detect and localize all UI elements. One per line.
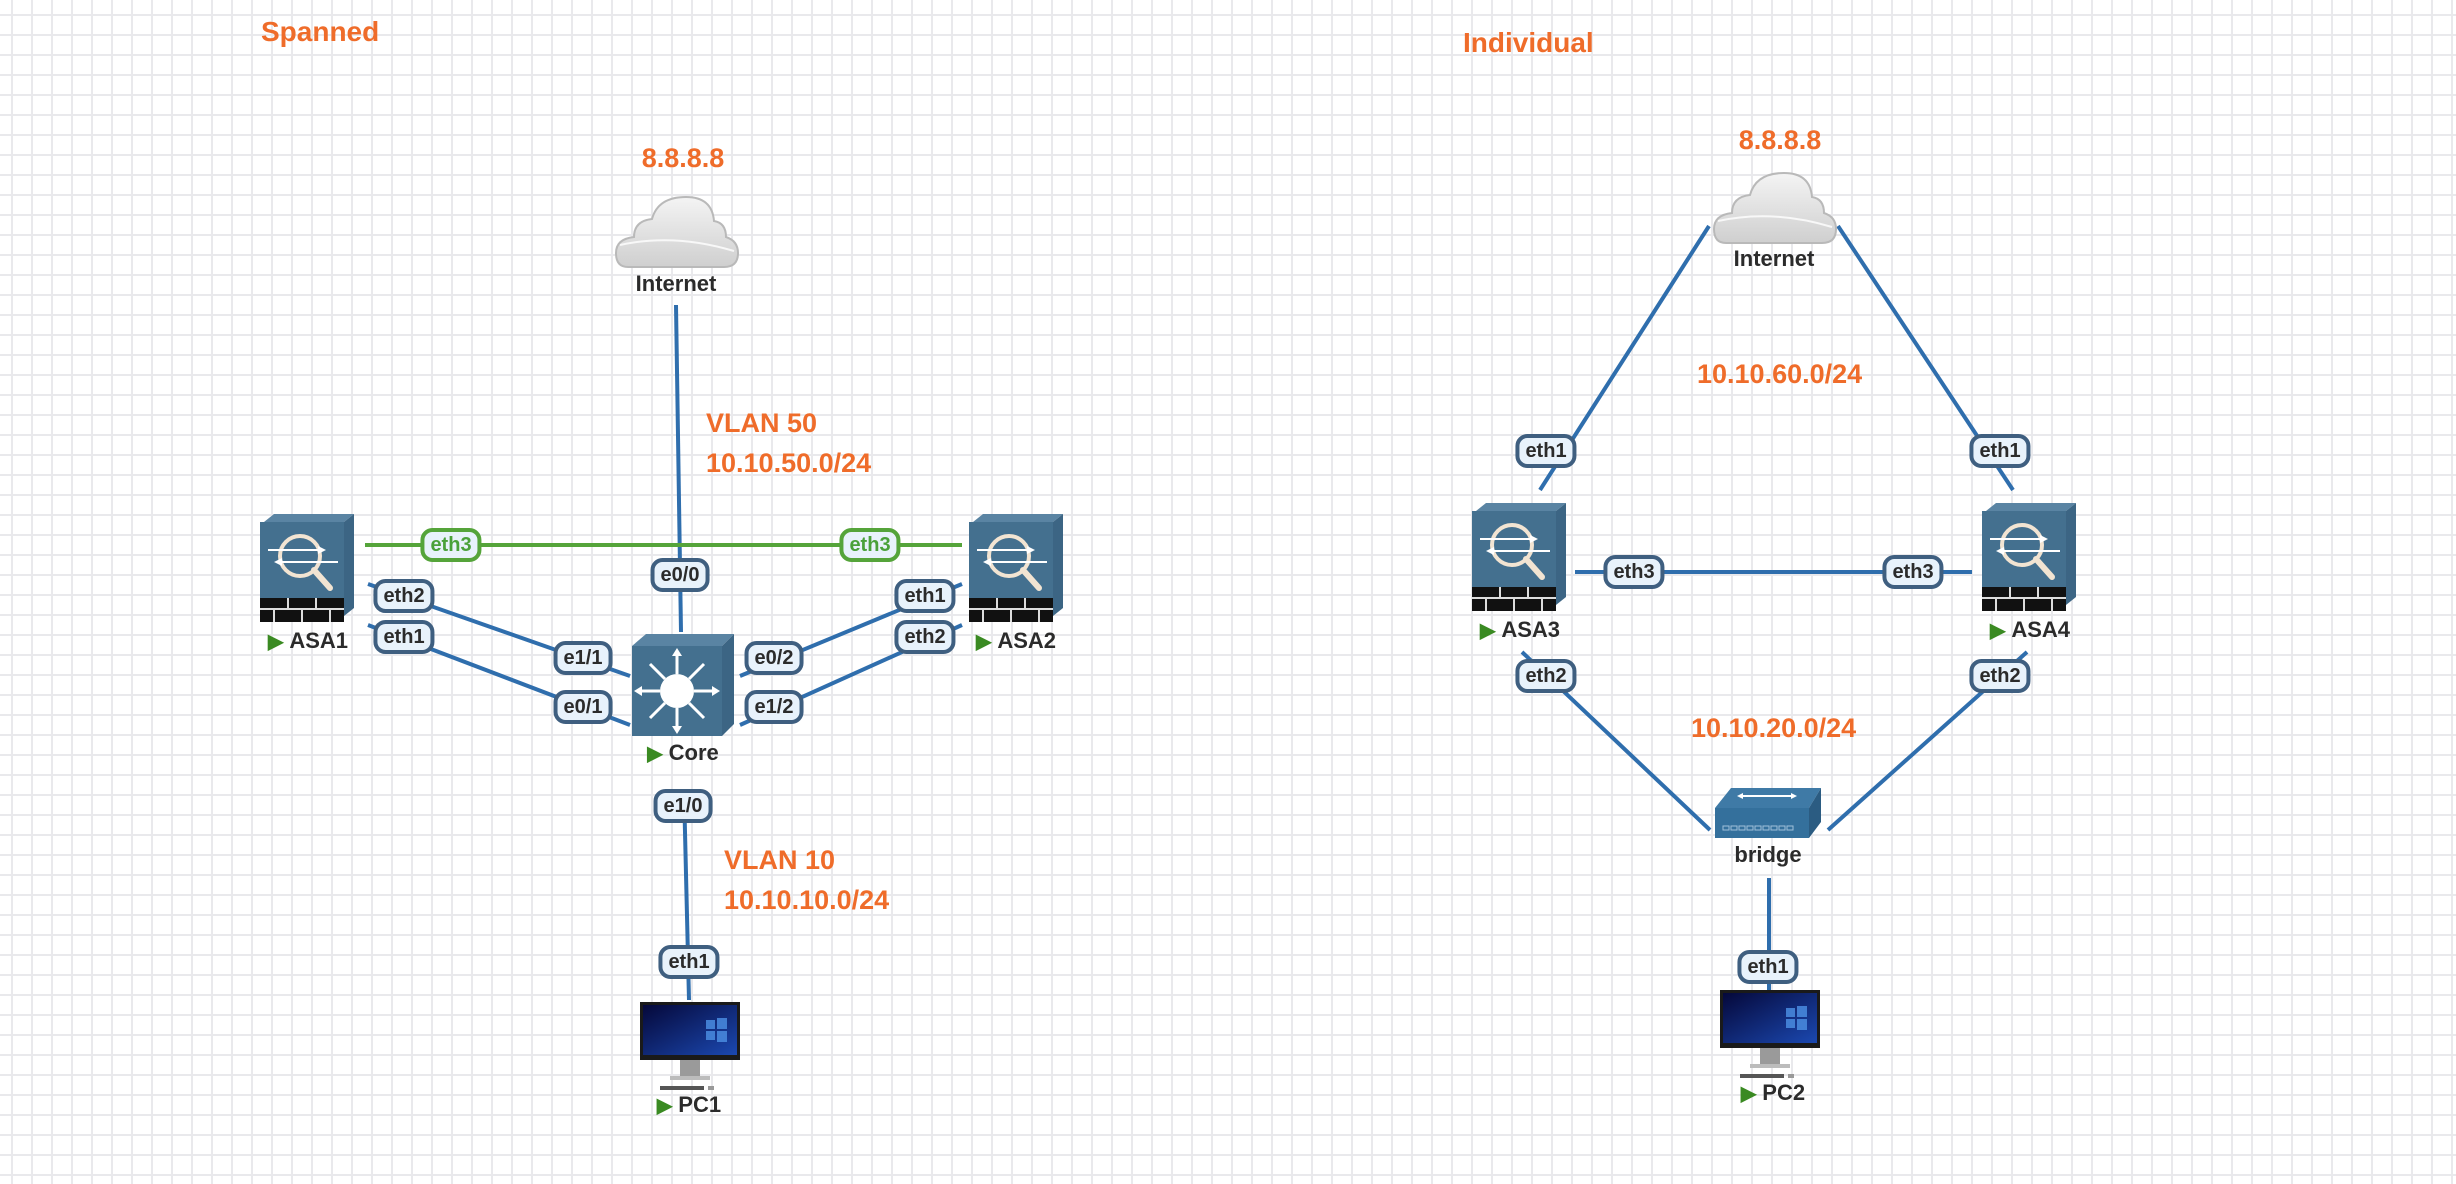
desktop-icon (640, 1002, 740, 1090)
vlan50-name: VLAN 50 (706, 408, 818, 438)
inside-subnet: 10.10.20.0/24 (1691, 713, 1857, 743)
bridge-icon (1715, 788, 1821, 838)
port-asa2-eth2[interactable]: eth2 (894, 620, 956, 654)
running-indicator-icon: ▶ (1479, 620, 1496, 642)
layer3-switch-icon (632, 634, 734, 736)
vlan10-name: VLAN 10 (724, 845, 836, 875)
node-label-pc1: ▶PC1 (657, 1092, 721, 1118)
running-indicator-icon: ▶ (656, 1095, 673, 1117)
node-label-internet-spanned: Internet (635, 271, 717, 296)
port-asa2-eth3[interactable]: eth3 (839, 528, 901, 562)
port-asa1-eth2[interactable]: eth2 (373, 579, 435, 613)
asa1-name: ASA1 (289, 628, 349, 653)
internet-ip-spanned: 8.8.8.8 (641, 143, 725, 173)
node-label-core: ▶Core (647, 740, 719, 766)
node-label-pc2: ▶PC2 (1741, 1080, 1805, 1106)
internet-ip-individual: 8.8.8.8 (1738, 125, 1822, 155)
node-asa2[interactable] (967, 512, 1065, 629)
node-asa1[interactable] (258, 512, 356, 629)
node-pc1[interactable] (640, 1002, 740, 1099)
port-asa4-eth3[interactable]: eth3 (1882, 555, 1944, 589)
firewall-icon (1982, 503, 2076, 611)
port-core-e1-0[interactable]: e1/0 (653, 789, 713, 823)
node-internet-individual[interactable] (1712, 171, 1838, 250)
section-title-spanned: Spanned (261, 16, 380, 47)
node-label-asa4: ▶ASA4 (1990, 617, 2070, 643)
pc1-name: PC1 (678, 1092, 722, 1117)
node-label-bridge: bridge (1734, 842, 1802, 867)
pc2-name: PC2 (1762, 1080, 1806, 1105)
port-core-e0-0[interactable]: e0/0 (650, 558, 710, 592)
port-asa1-eth3[interactable]: eth3 (420, 528, 482, 562)
port-core-e0-2[interactable]: e0/2 (744, 641, 804, 675)
asa4-name: ASA4 (2011, 617, 2071, 642)
vlan50-subnet: 10.10.50.0/24 (706, 448, 872, 478)
running-indicator-icon: ▶ (975, 631, 992, 653)
port-asa3-eth1[interactable]: eth1 (1515, 434, 1577, 468)
node-label-asa2: ▶ASA2 (976, 628, 1056, 654)
port-pc1-eth1[interactable]: eth1 (658, 945, 720, 979)
node-pc2[interactable] (1720, 990, 1820, 1087)
firewall-icon (1472, 503, 1566, 611)
desktop-icon (1720, 990, 1820, 1078)
asa3-name: ASA3 (1501, 617, 1561, 642)
outside-subnet: 10.10.60.0/24 (1697, 359, 1863, 389)
port-asa4-eth1[interactable]: eth1 (1969, 434, 2031, 468)
firewall-icon (260, 514, 354, 622)
running-indicator-icon: ▶ (1989, 620, 2006, 642)
port-core-e0-1[interactable]: e0/1 (553, 690, 613, 724)
cloud-icon (614, 195, 740, 268)
port-asa1-eth1[interactable]: eth1 (373, 620, 435, 654)
port-pc2-eth1[interactable]: eth1 (1737, 950, 1799, 984)
node-label-internet-individual: Internet (1733, 246, 1815, 271)
port-core-e1-2[interactable]: e1/2 (744, 690, 804, 724)
vlan10-subnet: 10.10.10.0/24 (724, 885, 890, 915)
running-indicator-icon: ▶ (647, 743, 663, 765)
node-core[interactable] (630, 632, 736, 743)
node-bridge[interactable] (1713, 786, 1823, 845)
section-title-individual: Individual (1463, 27, 1594, 58)
cloud-icon (1712, 171, 1838, 244)
running-indicator-icon: ▶ (1740, 1083, 1757, 1105)
node-asa3[interactable] (1470, 501, 1568, 618)
port-asa3-eth2[interactable]: eth2 (1515, 659, 1577, 693)
node-asa4[interactable] (1980, 501, 2078, 618)
node-label-asa1: ▶ASA1 (268, 628, 348, 654)
firewall-icon (969, 514, 1063, 622)
port-asa4-eth2[interactable]: eth2 (1969, 659, 2031, 693)
port-core-e1-1[interactable]: e1/1 (553, 641, 613, 675)
asa2-name: ASA2 (997, 628, 1057, 653)
core-name: Core (668, 740, 719, 765)
port-asa2-eth1[interactable]: eth1 (894, 579, 956, 613)
node-label-asa3: ▶ASA3 (1480, 617, 1560, 643)
running-indicator-icon: ▶ (267, 631, 284, 653)
port-asa3-eth3[interactable]: eth3 (1603, 555, 1665, 589)
node-internet-spanned[interactable] (614, 195, 740, 274)
